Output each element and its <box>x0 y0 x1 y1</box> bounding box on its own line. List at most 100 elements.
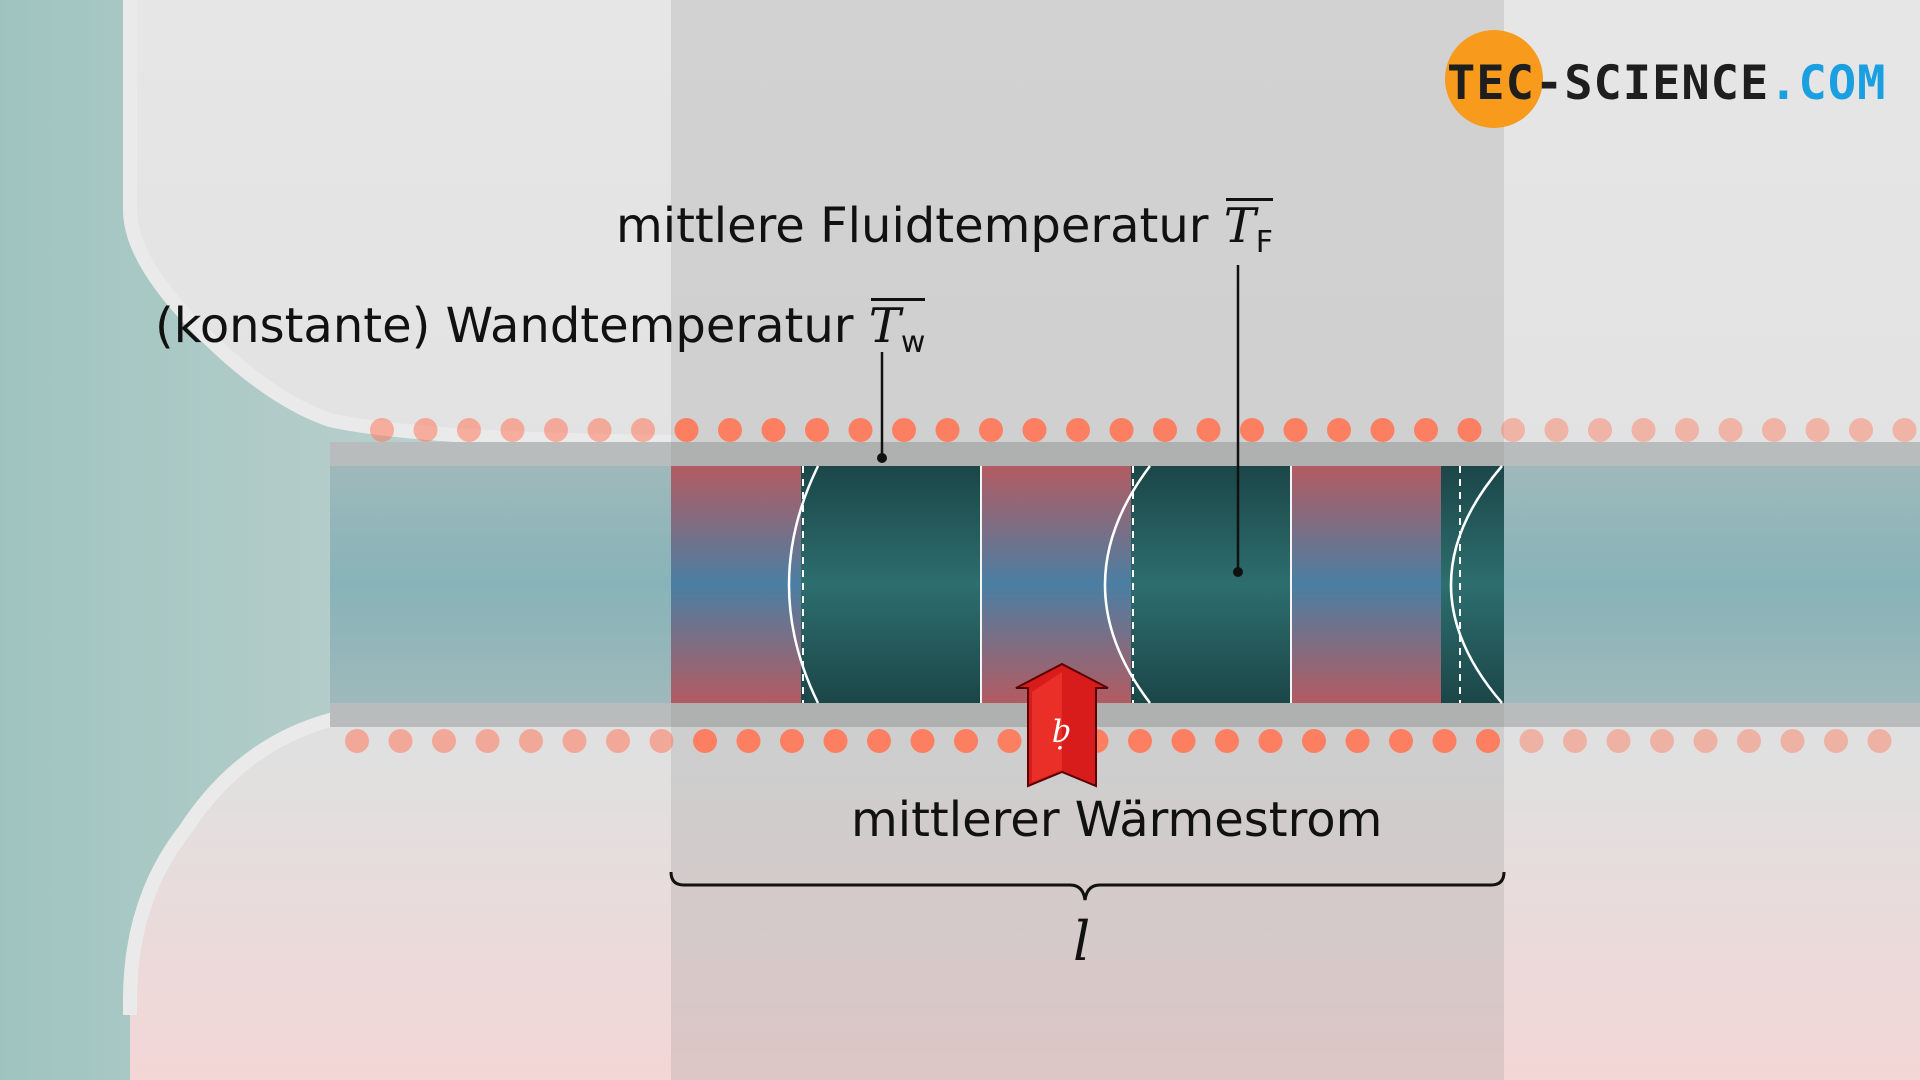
heater-dot <box>1196 418 1221 442</box>
heater-dot <box>935 418 960 442</box>
heater-dot <box>761 418 786 442</box>
heater-dot <box>457 418 481 442</box>
heater-dot <box>1457 418 1482 442</box>
heater-dot <box>1171 729 1196 753</box>
heater-dot <box>1780 729 1805 753</box>
heater-dot <box>1432 729 1457 753</box>
fluid-temperature-text: mittlere Fluidtemperatur <box>616 198 1209 254</box>
wall-temperature-text: (konstante) Wandtemperatur <box>155 298 854 354</box>
heat-flow-arrow: q̇ <box>1015 662 1109 788</box>
velocity-profiles <box>787 465 1503 704</box>
heater-dot <box>345 729 369 753</box>
heater-dot <box>587 418 612 442</box>
fluid-segment-warm-1 <box>671 466 801 703</box>
heater-dot <box>475 729 500 753</box>
heater-dot <box>1109 418 1134 442</box>
heater-dot <box>1022 418 1047 442</box>
heater-dot <box>1389 729 1413 753</box>
velocity-profile-curve <box>1103 465 1151 704</box>
heater-dot <box>1240 418 1264 442</box>
heat-flow-text: mittlerer Wärmestrom <box>851 792 1383 848</box>
fluid-segment-core-1 <box>801 466 981 703</box>
tank-wall-highlight <box>123 0 681 449</box>
heater-dot <box>1501 418 1525 442</box>
logo-text: TEC-SCIENCE.COM <box>1447 56 1887 111</box>
heater-dot <box>1737 729 1761 753</box>
heater-dot <box>1849 418 1873 442</box>
heater-dot <box>1867 729 1892 753</box>
heater-dot <box>736 729 761 753</box>
heater-dot <box>432 729 456 753</box>
heater-dot <box>780 729 804 753</box>
wall-temperature-label: (konstante) Wandtemperatur Tw <box>155 298 926 360</box>
wall-temperature-point <box>877 453 887 463</box>
wall-temperature-symbol: Tw <box>868 298 926 360</box>
fluid-temperature-label: mittlere Fluidtemperatur TF <box>616 198 1274 260</box>
heater-dot <box>693 729 717 753</box>
heater-dot <box>848 418 873 442</box>
heater-dot <box>606 729 630 753</box>
heater-dot <box>1370 418 1395 442</box>
heater-dot <box>1606 729 1631 753</box>
heater-dot <box>1258 729 1283 753</box>
heater-dot <box>1215 729 1239 753</box>
heat-flow-symbol: q̇ <box>1052 717 1072 755</box>
length-symbol: l <box>1073 910 1091 973</box>
heater-dot <box>1476 729 1500 753</box>
fluid-temperature-point <box>1233 567 1243 577</box>
heater-dot <box>1519 729 1544 753</box>
heater-dot <box>1718 418 1743 442</box>
heater-dot <box>1631 418 1656 442</box>
heater-dot <box>1805 418 1830 442</box>
velocity-profile-curve <box>1449 465 1503 704</box>
velocity-profile-curve <box>787 465 820 704</box>
heater-dot <box>1066 418 1090 442</box>
heater-dot <box>910 729 935 753</box>
tec-science-logo[interactable]: TEC-SCIENCE.COM <box>1445 30 1905 130</box>
heater-dot <box>649 729 674 753</box>
heater-dot <box>1283 418 1308 442</box>
heater-dot <box>1588 418 1612 442</box>
heater-dot <box>1762 418 1786 442</box>
logo-circle <box>1445 30 1543 128</box>
heater-dot <box>892 418 916 442</box>
heater-dot <box>1824 729 1848 753</box>
heater-dot <box>979 418 1003 442</box>
heater-dot <box>370 418 394 442</box>
pipe-upper-wall <box>330 442 1920 466</box>
length-brace <box>669 871 1506 901</box>
fluid-segments <box>671 466 1504 703</box>
fluid-segment-warm-3 <box>1291 466 1441 703</box>
wall-temperature-subscript: w <box>900 325 926 360</box>
heater-dot <box>718 418 742 442</box>
heater-dot <box>1544 418 1569 442</box>
heater-dot <box>631 418 655 442</box>
heater-dot <box>1563 729 1587 753</box>
heater-dot <box>1693 729 1718 753</box>
heater-dot <box>388 729 413 753</box>
fluid-temperature-subscript: F <box>1255 225 1274 260</box>
heater-dot <box>674 418 699 442</box>
fluid-segment-core-2 <box>1131 466 1291 703</box>
heater-dot <box>562 729 587 753</box>
heater-dot <box>997 729 1022 753</box>
heater-dot <box>1345 729 1370 753</box>
heater-dot <box>823 729 848 753</box>
heater-dot <box>1128 729 1152 753</box>
heater-dot <box>1153 418 1177 442</box>
heater-dot <box>500 418 525 442</box>
heat-flow-label: mittlerer Wärmestrom <box>851 796 1382 844</box>
heater-dot <box>519 729 543 753</box>
heater-dot <box>867 729 891 753</box>
heater-dot <box>1302 729 1326 753</box>
heater-dot <box>805 418 829 442</box>
heater-dot <box>1892 418 1917 442</box>
heater-dot <box>1327 418 1351 442</box>
fluid-temperature-symbol: TF <box>1223 198 1274 260</box>
heater-dot <box>544 418 568 442</box>
heater-dot <box>1414 418 1438 442</box>
heater-dot <box>413 418 438 442</box>
heater-dot <box>954 729 978 753</box>
heater-dot <box>1675 418 1699 442</box>
